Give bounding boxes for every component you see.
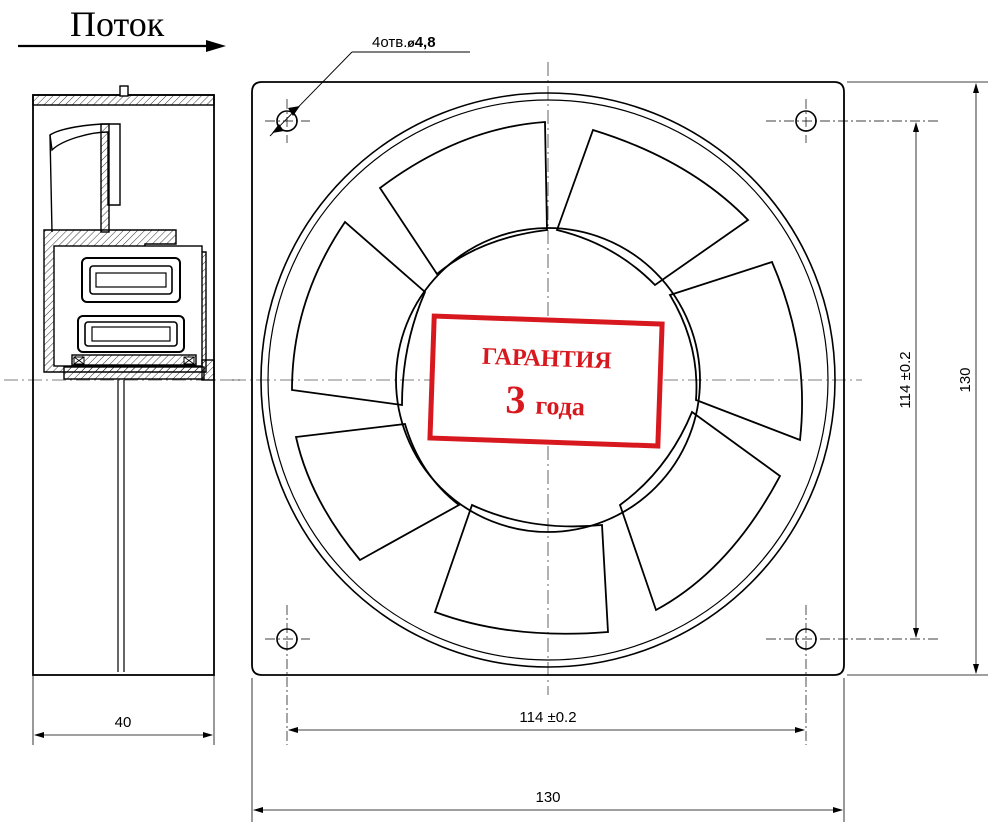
side-coil-lower (77, 315, 185, 353)
blade (433, 503, 609, 635)
dimension-depth (32, 675, 215, 745)
dimension-overall-height-label: 130 (957, 367, 974, 392)
warranty-stamp-number: 3 (505, 377, 527, 423)
blade (378, 121, 548, 276)
side-coil-upper (81, 257, 181, 303)
side-view (4, 85, 240, 676)
dimension-hole-spacing-vertical-label: 114 ±0.2 (897, 351, 914, 408)
dimension-hole-spacing-horizontal-label: 114 ±0.2 (519, 709, 576, 726)
hole-note-prefix: 4отв. (372, 34, 407, 51)
hole-leader (269, 51, 470, 137)
blade (291, 220, 427, 407)
front-frame (251, 81, 845, 676)
dimension-depth-label: 40 (115, 714, 132, 731)
flow-indicator: Поток (18, 4, 226, 52)
warranty-stamp: ГАРАНТИЯ 3 года (427, 313, 665, 449)
blade (555, 128, 750, 287)
hole-note-value: 4,8 (415, 34, 436, 51)
dimension-overall-height (847, 81, 988, 676)
warranty-stamp-period: 3 года (505, 377, 586, 425)
side-blade-profile (49, 123, 121, 206)
dimension-overall-width (251, 678, 845, 822)
warranty-stamp-unit: года (535, 391, 586, 422)
flow-label: Поток (70, 4, 165, 44)
blade (668, 260, 803, 442)
front-blades (291, 121, 803, 635)
blade (294, 423, 461, 562)
dimension-overall-width-label: 130 (535, 789, 560, 806)
hole-note: 4отв.ø4,8 (372, 34, 436, 51)
warranty-stamp-title: ГАРАНТИЯ (482, 344, 612, 375)
blade (618, 410, 782, 612)
flow-arrow (18, 40, 226, 52)
warranty-stamp-frame (427, 313, 665, 449)
hole-note-symbol: ø (407, 36, 415, 50)
